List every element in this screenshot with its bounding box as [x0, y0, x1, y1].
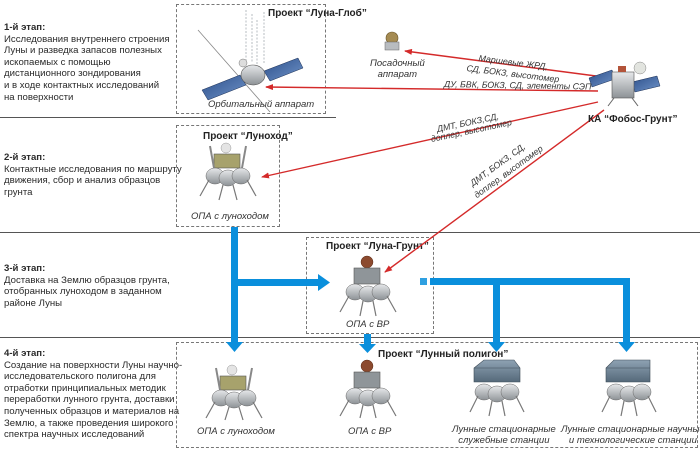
project-title-polygon: Проект “Лунный полигон”: [378, 349, 509, 360]
arrow-to-luna-grunt: [384, 109, 605, 273]
orbiter-icon: [197, 10, 304, 113]
project-box-lunokhod: [176, 125, 280, 227]
stage-4-title: 4-й этап:: [4, 348, 46, 359]
flow-to-service-stations: [493, 285, 500, 342]
project-box-polygon: [176, 342, 698, 448]
flow-arrowhead-service-stations: [488, 342, 505, 352]
blue-flow: [226, 227, 635, 353]
stage-1-description: 1-й этап: Исследования внутреннего строе…: [4, 22, 170, 103]
polygon-opa-vr-icon: [339, 359, 397, 419]
stage-separator-3: [0, 337, 700, 338]
flow-to-luna-grunt: [238, 279, 318, 286]
caption-orbiter: Орбитальный аппарат: [208, 99, 315, 110]
service-station-icon: [469, 359, 525, 417]
stage-separator-1: [0, 117, 336, 118]
caption-opa-vr: ОПА с ВР: [346, 319, 390, 330]
caption-polygon-lunokhod: ОПА с луноходом: [197, 426, 275, 437]
caption-opa-lunokhod: ОПА с луноходом: [191, 211, 269, 222]
flow-arrowhead-polygon-lunokhod: [226, 342, 243, 352]
flow-arrowhead-luna-grunt: [318, 274, 330, 291]
project-title-luna-grunt: Проект “Луна-Грунт”: [326, 241, 429, 252]
opa-vr-icon: [339, 255, 397, 317]
opa-lunokhod-icon: [199, 142, 257, 201]
flow-arrowhead-science-stations: [618, 342, 635, 352]
stage-2-description: 2-й этап: Контактные исследования по мар…: [4, 152, 182, 198]
stage-3-description: 3-й этап: Доставка на Землю образцов гру…: [4, 263, 170, 309]
fobos-grunt-label: КА “Фобос-Грунт”: [588, 114, 678, 125]
stage-1-title: 1-й этап:: [4, 22, 46, 33]
stage-2-title: 2-й этап:: [4, 152, 46, 163]
science-station-icon: [601, 359, 657, 417]
caption-polygon-vr: ОПА с ВР: [348, 426, 392, 437]
polygon-opa-lunokhod-icon: [205, 364, 263, 421]
fobos-grunt-icon: [588, 61, 661, 107]
arrow-to-orbiter: [265, 84, 599, 92]
stage-3-title: 3-й этап:: [4, 263, 46, 274]
flow-right-branch: [430, 278, 630, 285]
flow-lunokhod-down: [231, 227, 238, 342]
arrow-to-lunokhod: [261, 101, 599, 179]
flow-to-science-stations: [623, 285, 630, 342]
stage-separator-2: [0, 232, 700, 233]
flow-arrowhead-polygon-vr: [359, 344, 376, 353]
lander-icon: [384, 31, 400, 51]
caption-lander: Посадочный аппарат: [370, 58, 425, 80]
caption-service-stations: Лунные стационарные служебные станции: [452, 424, 556, 446]
caption-science-stations: Лунные стационарные научные и технологич…: [561, 424, 700, 446]
project-box-luna-glob: [176, 4, 326, 114]
flow-luna-grunt-down: [364, 334, 371, 344]
project-title-luna-glob: Проект “Луна-Глоб”: [268, 8, 367, 19]
stage-4-description: 4-й этап: Создание на поверхности Луны н…: [4, 348, 183, 441]
arrow-to-lander: [404, 48, 597, 77]
project-title-lunokhod: Проект “Луноход”: [203, 131, 293, 142]
